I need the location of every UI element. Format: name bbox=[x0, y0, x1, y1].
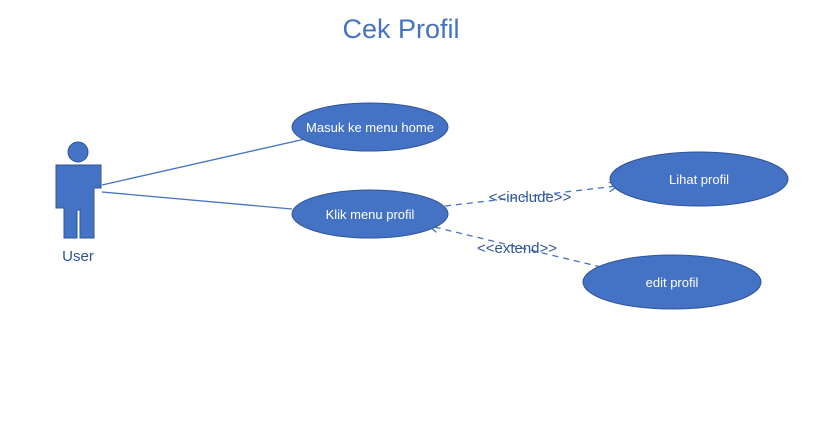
include-label: <<include>> bbox=[489, 189, 572, 206]
actor-body bbox=[55, 164, 102, 239]
include-dependency-line bbox=[444, 186, 617, 207]
use-case-ellipse bbox=[291, 189, 449, 239]
use-case-label: edit profil bbox=[646, 275, 699, 290]
use-case-lihat-profil[interactable]: Lihat profil bbox=[609, 151, 789, 207]
use-case-label: Lihat profil bbox=[669, 172, 729, 187]
diagram-title: Cek Profil bbox=[342, 14, 459, 44]
association-user-klik-profil bbox=[101, 191, 293, 210]
use-case-label: Klik menu profil bbox=[326, 207, 415, 222]
use-case-ellipse bbox=[609, 151, 789, 207]
use-case-klik-menu-profil[interactable]: Klik menu profil bbox=[291, 189, 449, 239]
association-user-masuk-home bbox=[101, 138, 306, 186]
actor-user-icon bbox=[55, 141, 102, 239]
use-case-edit-profil[interactable]: edit profil bbox=[582, 254, 762, 310]
use-case-label: Masuk ke menu home bbox=[306, 120, 434, 135]
use-case-ellipse bbox=[582, 254, 762, 310]
extend-label: <<extend>> bbox=[477, 240, 557, 257]
use-case-ellipse bbox=[291, 102, 449, 152]
use-case-masuk-menu-home[interactable]: Masuk ke menu home bbox=[291, 102, 449, 152]
extend-dependency-line bbox=[430, 226, 602, 268]
actor-label: User bbox=[62, 248, 94, 265]
actor-head bbox=[67, 141, 89, 163]
